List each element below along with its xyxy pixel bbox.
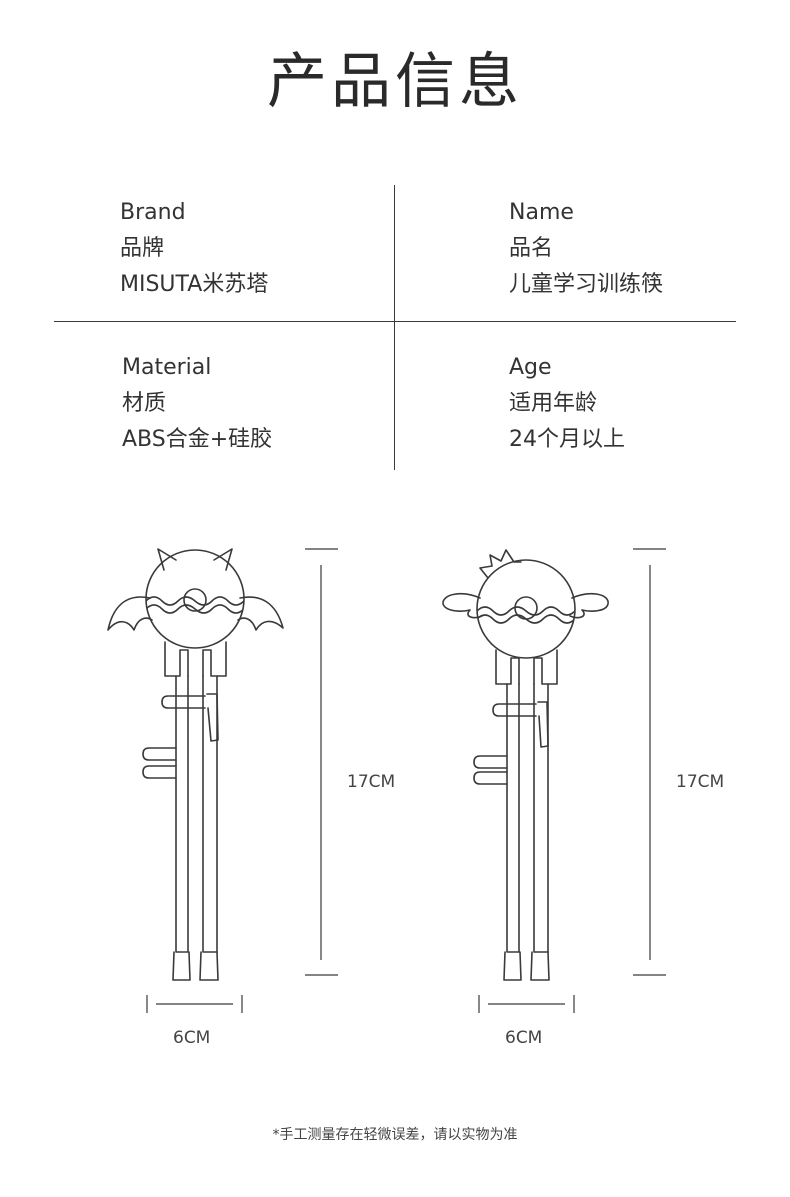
spec-brand-label-zh: 品牌 [120,236,165,261]
right-stick-2 [533,683,549,953]
product-illustrations [107,548,666,1013]
spec-name-value: 儿童学习训练筷 [509,272,664,297]
spec-age: Age 适用年龄 24个月以上 [509,350,625,458]
left-bat-wing [107,596,153,631]
product-2-width-label: 6CM [505,1028,543,1048]
measurement-footnote: *手工测量存在轻微误差，请以实物为准 [272,1127,518,1143]
page-title: 产品信息 [267,47,523,117]
angel-eye [514,596,538,620]
spec-name-label-en: Name [509,200,574,225]
spec-brand: Brand 品牌 MISUTA米苏塔 [120,195,268,303]
product-1-height-label: 17CM [347,772,396,792]
crown [479,549,522,579]
devil-head [145,549,245,649]
product-1-width-label: 6CM [173,1028,211,1048]
right-stick [202,675,218,953]
chopsticks-angel-drawing [442,549,609,981]
left-stick-2 [506,683,520,953]
spec-divider-horizontal [54,321,736,322]
right-angel-wing [569,592,609,619]
spec-divider-vertical-bottom [394,322,395,470]
left-angel-wing [442,592,483,619]
spec-brand-label-en: Brand [120,200,186,225]
devil-eye [183,588,207,612]
angel-head [476,559,576,659]
spec-material-label-en: Material [122,355,212,380]
spec-divider-vertical-top [394,185,395,321]
dimension-lines [146,548,666,1013]
product-2-height-label: 17CM [676,772,725,792]
spec-brand-value: MISUTA米苏塔 [120,272,269,297]
spec-name-label-zh: 品名 [509,236,554,261]
chopsticks-devil-drawing [107,548,284,981]
spec-material-value: ABS合金+硅胶 [122,427,273,452]
spec-age-label-zh: 适用年龄 [509,391,598,416]
right-bat-wing [237,596,284,631]
spec-age-value: 24个月以上 [509,427,625,452]
spec-age-label-en: Age [509,355,552,380]
spec-name: Name 品名 儿童学习训练筷 [509,195,663,303]
left-stick [175,675,189,953]
spec-material-label-zh: 材质 [122,391,167,416]
spec-material: Material 材质 ABS合金+硅胶 [122,350,272,458]
